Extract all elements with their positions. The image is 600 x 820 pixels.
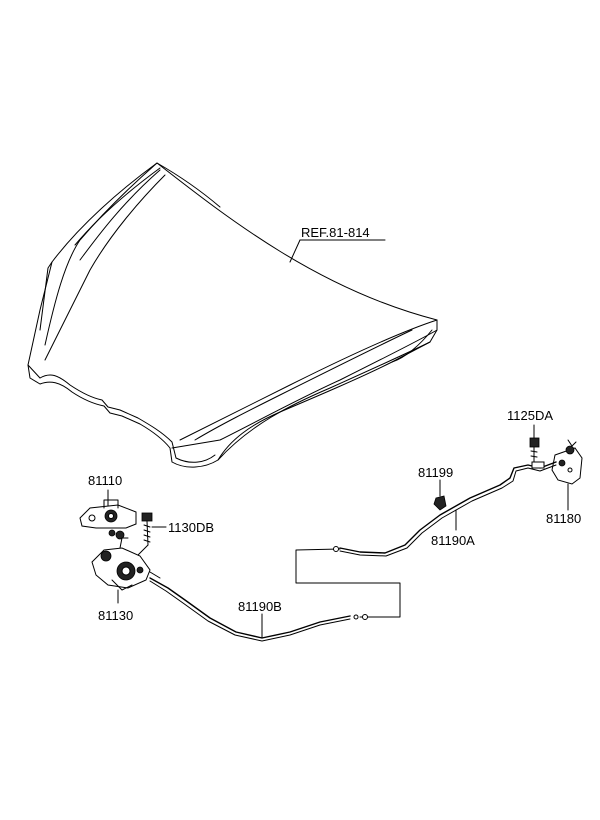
bolt-1130DB xyxy=(134,512,167,559)
release-cable-81190B xyxy=(149,577,351,642)
label-1125DA: 1125DA xyxy=(507,408,553,423)
bolt-1125DA xyxy=(529,424,540,463)
label-81190A: 81190A xyxy=(431,533,475,548)
label-81110: 81110 xyxy=(88,473,122,488)
cable-clip-81199 xyxy=(433,479,447,511)
label-81180: 81180 xyxy=(546,511,581,526)
label-81190B: 81190B xyxy=(238,599,282,614)
hood-release-handle-81180 xyxy=(551,439,583,485)
cable-routing-loop xyxy=(295,546,401,620)
ref-label: REF.81-814 xyxy=(301,225,370,240)
hood-panel xyxy=(27,162,438,468)
release-cable-81190A xyxy=(339,461,557,557)
label-81199: 81199 xyxy=(418,465,453,480)
hood-latch-81130 xyxy=(91,537,161,591)
label-1130DB: 1130DB xyxy=(168,520,214,535)
hood-latch-bracket-81110 xyxy=(79,499,137,540)
label-81130: 81130 xyxy=(98,608,133,623)
